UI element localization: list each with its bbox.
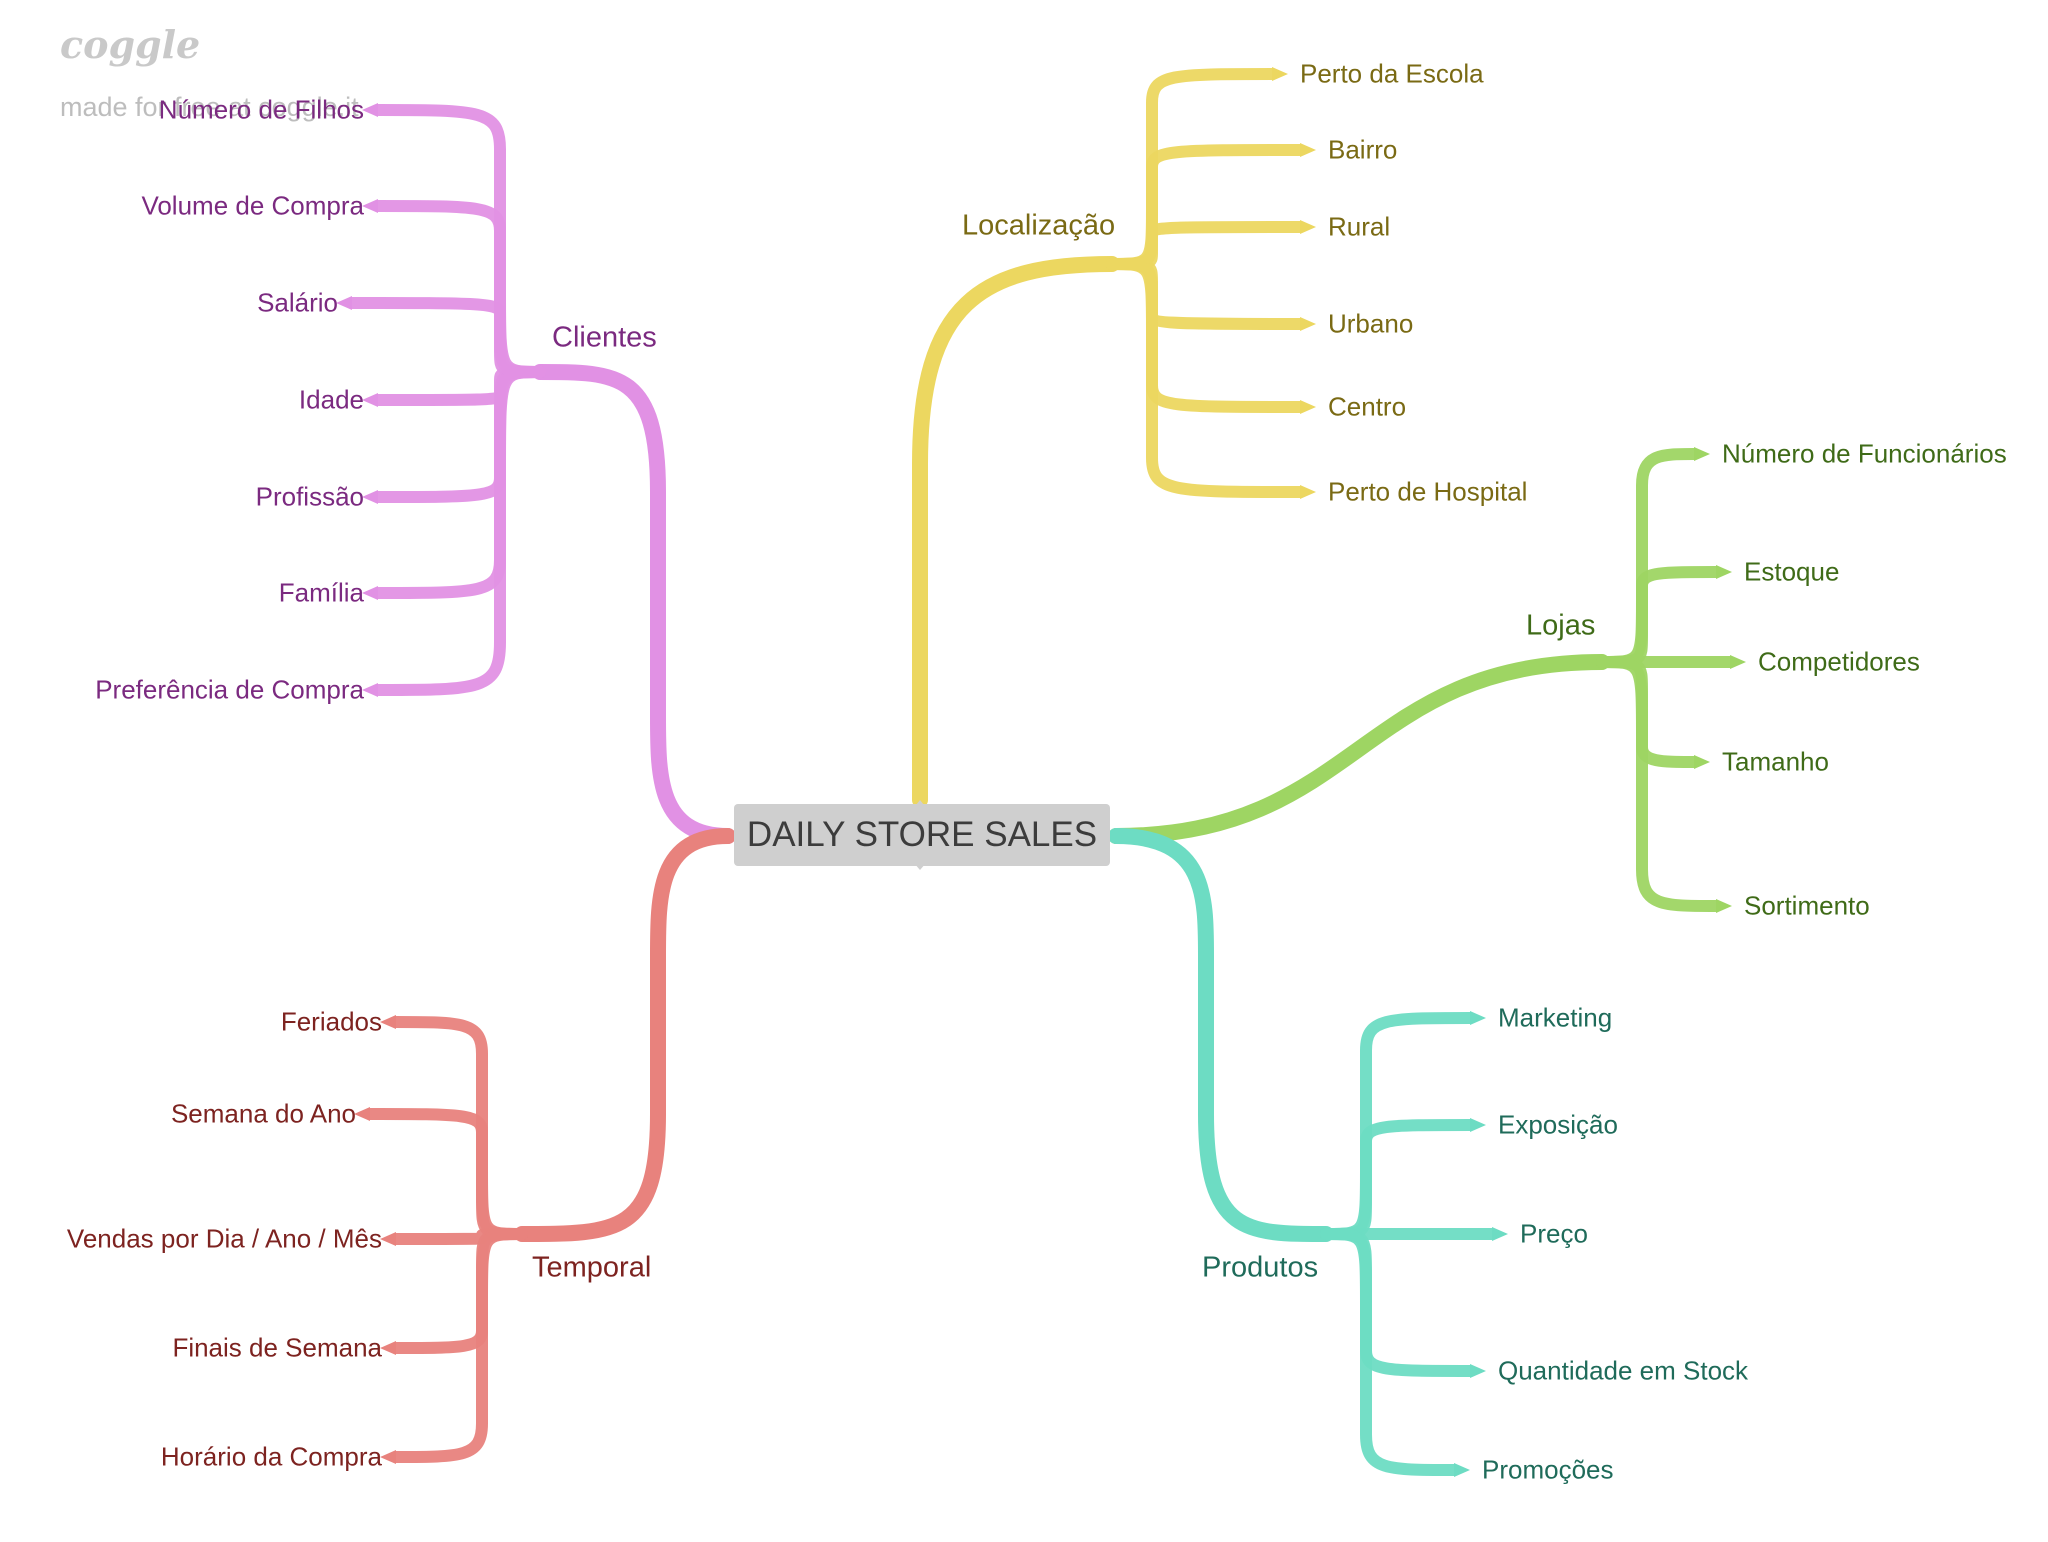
leaf-connector [372, 366, 546, 503]
root-node[interactable]: DAILY STORE SALES [734, 804, 1110, 866]
leaf-label[interactable]: Sortimento [1744, 890, 1870, 921]
leaf-arrow [380, 1232, 396, 1246]
leaf-arrow [380, 1015, 396, 1029]
branch-localizacao [912, 67, 1316, 808]
leaf-arrow [1694, 755, 1710, 769]
branch-label-localizacao[interactable]: Localização [962, 209, 1116, 242]
leaf-arrow [1492, 1227, 1508, 1241]
leaf-label[interactable]: Preferência de Compra [95, 674, 364, 705]
leaf-label[interactable]: Volume de Compra [141, 190, 364, 221]
branch-connector [1108, 828, 1334, 1242]
leaf-arrow [1454, 1463, 1470, 1477]
leaf-connector [1320, 1119, 1476, 1240]
coggle-logo: coggle [60, 22, 201, 67]
leaf-label[interactable]: Família [278, 577, 364, 608]
leaf-label[interactable]: Idade [298, 384, 364, 415]
leaf-label[interactable]: Preço [1520, 1218, 1588, 1249]
leaf-arrow [1716, 565, 1732, 579]
leaf-label[interactable]: Competidores [1758, 646, 1920, 677]
leaf-arrow [1730, 655, 1746, 669]
leaf-arrow [362, 586, 378, 600]
leaf-arrow [362, 393, 378, 407]
leaf-arrow [1694, 447, 1710, 461]
branch-connector [912, 256, 1120, 808]
leaf-arrow [1300, 485, 1316, 499]
leaf-connector [390, 1228, 528, 1463]
branch-clientes [336, 103, 736, 844]
leaf-label[interactable]: Semana do Ano [170, 1098, 356, 1129]
leaf-label[interactable]: Bairro [1328, 134, 1398, 165]
leaf-connector [1320, 1228, 1460, 1476]
leaf-connector [1106, 144, 1306, 270]
leaf-arrow [1470, 1118, 1486, 1132]
leaf-arrow [1272, 67, 1288, 81]
branch-produtos [1108, 828, 1508, 1477]
leaf-connector [372, 366, 546, 696]
leaf-label[interactable]: Vendas por Dia / Ano / Mês [66, 1223, 382, 1254]
leaf-connector [1106, 258, 1306, 413]
leaf-connector [390, 1228, 528, 1354]
leaf-connector [372, 104, 546, 378]
branch-label-produtos[interactable]: Produtos [1202, 1251, 1319, 1284]
leaf-label[interactable]: Perto da Escola [1300, 58, 1484, 89]
leaf-arrow [1300, 317, 1316, 331]
leaf-label[interactable]: Finais de Semana [172, 1332, 382, 1363]
branch-label-clientes[interactable]: Clientes [552, 321, 657, 354]
leaf-arrow [380, 1450, 396, 1464]
leaf-arrow [1470, 1011, 1486, 1025]
leaf-connector [364, 1108, 528, 1240]
leaf-label[interactable]: Tamanho [1722, 746, 1829, 777]
leaf-arrow [362, 103, 378, 117]
branch-lojas [1108, 447, 1746, 913]
leaf-label[interactable]: Urbano [1328, 308, 1414, 339]
branch-connector [532, 364, 736, 844]
leaf-label[interactable]: Profissão [255, 481, 364, 512]
leaf-arrow [380, 1341, 396, 1355]
leaf-connector [1596, 656, 1722, 912]
leaf-label[interactable]: Promoções [1482, 1454, 1614, 1485]
leaf-label[interactable]: Feriados [280, 1006, 382, 1037]
leaf-label[interactable]: Horário da Compra [160, 1441, 382, 1472]
leaf-arrow [1716, 899, 1732, 913]
leaf-label[interactable]: Perto de Hospital [1328, 476, 1528, 507]
root-node-label: DAILY STORE SALES [746, 815, 1098, 854]
leaf-label[interactable]: Estoque [1744, 556, 1840, 587]
leaf-label[interactable]: Exposição [1498, 1109, 1618, 1140]
leaf-connector [1596, 566, 1722, 668]
leaf-label[interactable]: Número de Funcionários [1722, 438, 2007, 469]
leaf-arrow [1470, 1364, 1486, 1378]
leaf-arrow [1300, 220, 1316, 234]
branch-connector [1108, 654, 1610, 844]
leaf-arrow [362, 199, 378, 213]
branch-label-lojas[interactable]: Lojas [1526, 609, 1596, 642]
leaf-connector [372, 200, 546, 378]
leaf-label[interactable]: Rural [1328, 211, 1391, 242]
leaf-connector [1106, 68, 1278, 270]
leaf-arrow [354, 1107, 370, 1121]
leaf-label[interactable]: Número de Filhos [158, 94, 364, 125]
leaf-arrow [336, 296, 352, 310]
branch-label-temporal[interactable]: Temporal [532, 1251, 652, 1284]
leaf-label[interactable]: Centro [1328, 391, 1407, 422]
leaf-arrow [1300, 143, 1316, 157]
leaf-connector [390, 1016, 528, 1240]
leaf-connector [1320, 1228, 1476, 1377]
branch-temporal [354, 828, 736, 1464]
coggle-tagline: made for free at coggle.it [60, 92, 359, 122]
leaf-connector [1106, 221, 1306, 270]
leaf-connector [1106, 258, 1306, 498]
leaf-arrow [362, 683, 378, 697]
leaf-arrow [362, 490, 378, 504]
leaf-label[interactable]: Quantidade em Stock [1498, 1355, 1749, 1386]
leaf-label[interactable]: Salário [257, 287, 338, 318]
leaf-arrow [1300, 400, 1316, 414]
branch-connector [514, 828, 736, 1242]
leaf-label[interactable]: Marketing [1498, 1002, 1613, 1033]
